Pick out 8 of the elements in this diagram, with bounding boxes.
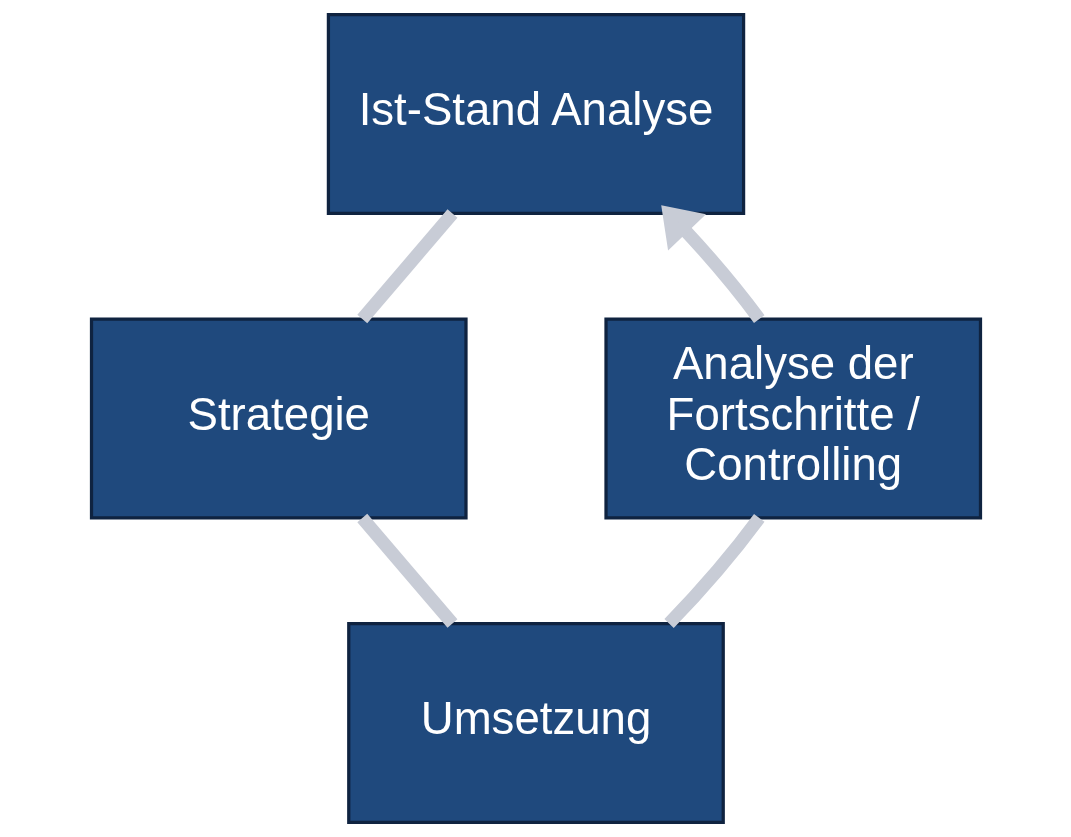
node-box: Ist-Stand Analyse (326, 13, 745, 215)
arrow (660, 205, 764, 323)
node-box: Analyse der Fortschritte / Controlling (603, 317, 982, 520)
connector (356, 209, 457, 324)
connector (663, 514, 764, 629)
node-box: Strategie (89, 317, 468, 520)
connector (356, 513, 457, 628)
node-box: Umsetzung (346, 622, 725, 824)
